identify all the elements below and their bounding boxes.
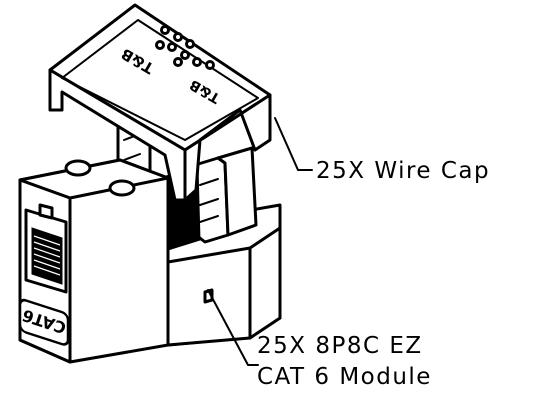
marking-badge	[18, 298, 70, 346]
rj45-latch-notch	[38, 203, 54, 220]
rj45-contacts	[33, 235, 61, 276]
rj45-port-opening	[31, 227, 63, 285]
wire-post-right-side	[216, 146, 258, 237]
housing-bump-left	[64, 159, 92, 177]
module-label-line1: 25X 8P8C EZ	[257, 333, 423, 359]
wire-cap: T&B T&B	[48, 3, 272, 202]
module-label-line2: CAT 6 Module	[257, 364, 432, 390]
wire-cap-label: 25X Wire Cap	[316, 158, 490, 184]
wire-cap-leader-line	[274, 117, 313, 171]
wire-post-right-ribs	[199, 178, 219, 223]
cap-rim	[61, 19, 259, 141]
cap-side-face	[183, 93, 272, 202]
module-leader-line	[207, 289, 259, 366]
module-lower-side	[248, 226, 282, 340]
cap-dot-pattern	[155, 25, 215, 70]
cap-front-face	[48, 68, 187, 202]
housing-bump-right	[108, 179, 136, 197]
module-marking: CAT6	[18, 298, 70, 346]
